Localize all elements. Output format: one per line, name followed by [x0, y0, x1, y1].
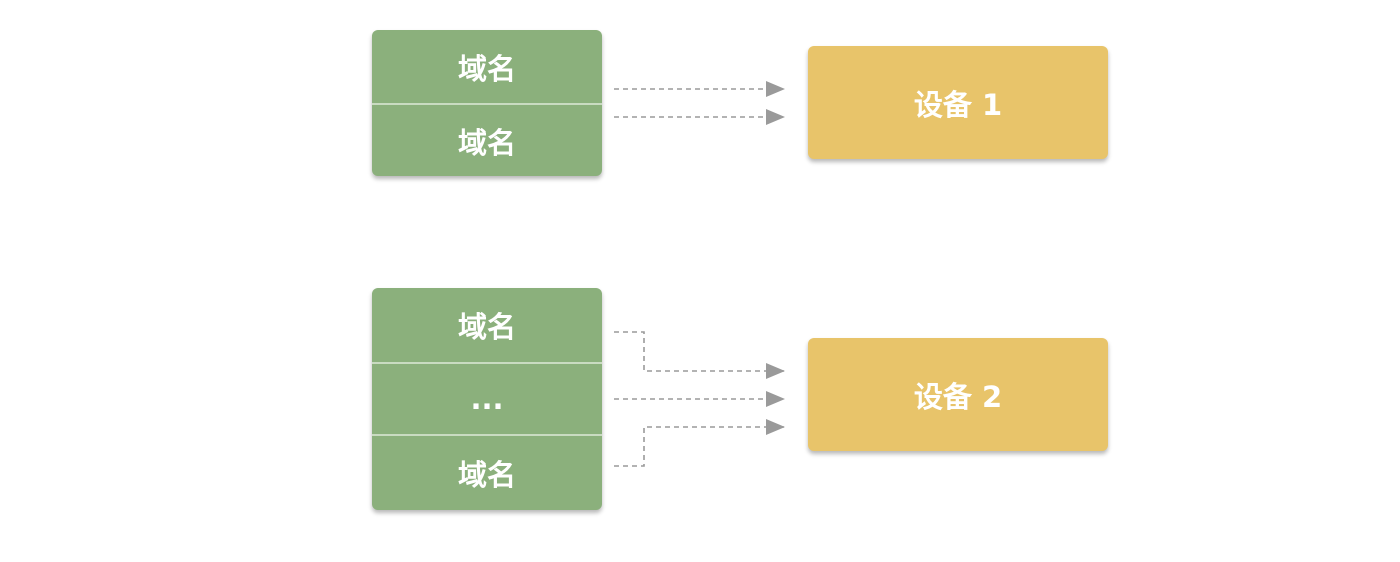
domain-cell: 域名	[457, 125, 516, 160]
device-box-1: 设备 1	[808, 46, 1108, 159]
arrow-b1	[614, 331, 785, 379]
domain-group-b: 域名 ... 域名	[372, 288, 602, 510]
domain-group-a: 域名 域名	[372, 30, 602, 176]
divider	[372, 103, 602, 105]
domain-cell: 域名	[457, 310, 516, 344]
domain-cell: 域名	[457, 458, 516, 492]
divider	[372, 434, 602, 436]
divider	[372, 362, 602, 364]
domain-cell: 域名	[457, 51, 516, 86]
arrow-b3	[614, 419, 785, 467]
ellipsis-cell: ...	[470, 382, 504, 416]
device-box-2: 设备 2	[808, 338, 1108, 451]
